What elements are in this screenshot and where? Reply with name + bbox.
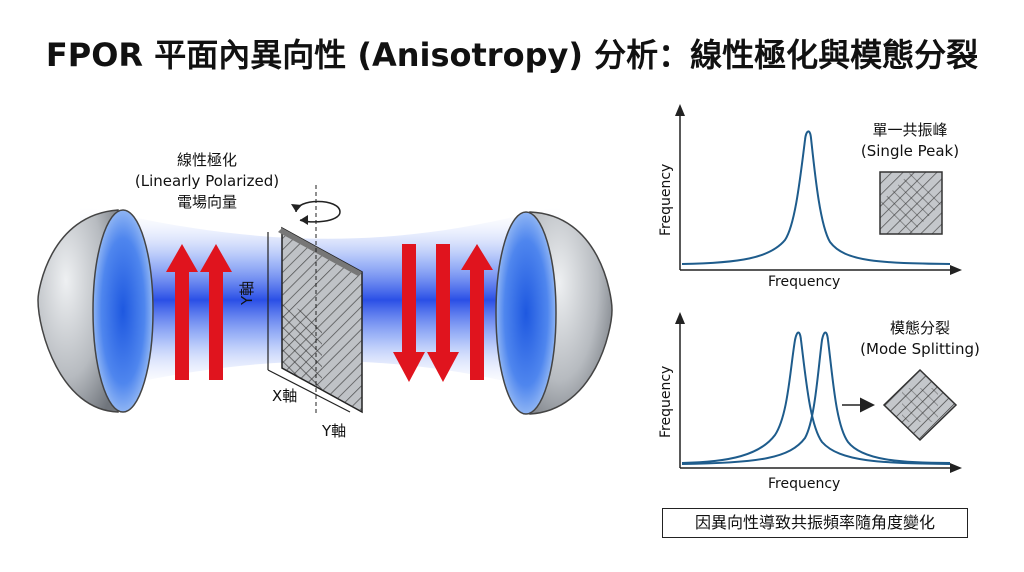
single-peak-label-line2: (Single Peak) — [860, 142, 960, 160]
polarization-arrow-up-1 — [166, 244, 198, 380]
x-axis-label: X軸 — [272, 387, 298, 405]
split-peak-curve-1 — [681, 331, 951, 465]
single-peak-label-line1: 單一共振峰 — [872, 121, 948, 139]
single-peak-curve — [681, 130, 951, 265]
sample-plate — [278, 226, 363, 414]
single-peak-sample-icon — [879, 171, 943, 235]
mode-splitting-label-line1: 模態分裂 — [889, 319, 950, 337]
x-axis-line — [267, 369, 351, 413]
polarization-arrow-up-2 — [200, 244, 232, 380]
rotation-icon — [291, 200, 341, 225]
y-axis-label-vertical: Y軸 — [238, 280, 256, 305]
bottom-chart-ylabel: Frequency — [658, 365, 674, 438]
polarization-label-line2: (Linearly Polarized) — [134, 172, 280, 190]
top-chart-xlabel: Frequency — [768, 274, 841, 290]
polarization-label-line3: 電場向量 — [176, 193, 237, 211]
polarization-label: 線性極化 (Linearly Polarized) 電場向量 — [112, 150, 302, 213]
caption: 因異向性導致共振頻率隨角度變化 — [662, 508, 968, 538]
left-mirror — [37, 209, 154, 413]
mode-splitting-label: 模態分裂 (Mode Splitting) — [845, 318, 995, 360]
polarization-label-line1: 線性極化 — [176, 151, 237, 169]
y-axis-label-bottom: Y軸 — [322, 422, 347, 440]
mode-splitting-label-line2: (Mode Splitting) — [860, 340, 980, 358]
polarization-arrow-down-1 — [393, 244, 425, 382]
polarization-arrow-down-2 — [427, 244, 459, 382]
single-peak-label: 單一共振峰 (Single Peak) — [840, 120, 980, 162]
top-chart-ylabel: Frequency — [658, 163, 674, 236]
page-title: FPOR 平面內異向性 (Anisotropy) 分析：線性極化與模態分裂 — [45, 36, 979, 74]
polarization-arrow-up-3 — [461, 244, 493, 380]
top-chart — [675, 104, 962, 275]
split-peak-curve-2 — [681, 331, 951, 465]
right-mirror — [495, 211, 613, 415]
bottom-chart — [675, 312, 962, 473]
bottom-chart-xlabel: Frequency — [768, 476, 841, 492]
mode-splitting-sample-icon — [882, 368, 958, 442]
